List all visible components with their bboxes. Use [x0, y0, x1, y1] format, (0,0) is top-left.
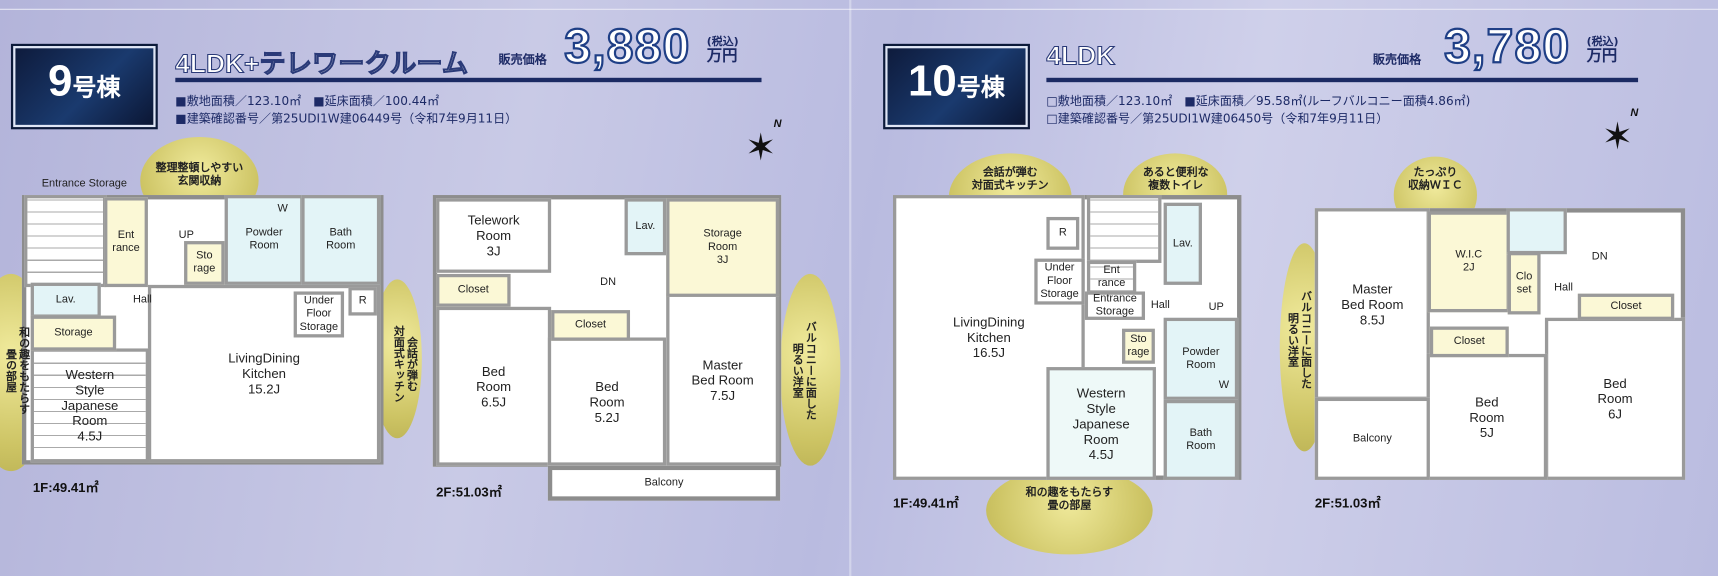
room-floor2: DN [600, 276, 617, 289]
spec-permit: □建築確認番号／第25UDI1W建06450号（令和7年9月11日） [1046, 111, 1389, 127]
feature-text: バルコニーに面した 明るい洋室 [789, 321, 816, 420]
building-number: 10 [908, 56, 957, 106]
room-floor2: Bed Room 5.2J [547, 337, 667, 466]
tax-note: (税込) [706, 36, 739, 49]
room-floor2: Master Bed Room 8.5J [1314, 208, 1430, 400]
room-floor1: R [1046, 216, 1080, 250]
feature-bubble [780, 273, 841, 466]
spec-area: □敷地面積／123.10㎡ ■延床面積／95.58㎡(ルーフバルコニー面積4.8… [1046, 94, 1471, 109]
price-value: 3,880 [563, 19, 691, 75]
feature-text: 会話が弾む 対面式キッチン [391, 325, 417, 403]
floor2-area: 2F:51.03㎡ [436, 484, 502, 500]
room-floor2: Bed Room 6.5J [436, 306, 552, 466]
room-floor1: Lav. [1163, 202, 1202, 285]
price-tax: (税込)万円 [707, 35, 739, 65]
room-floor2: Balcony [644, 476, 684, 489]
header-rule [1046, 77, 1639, 83]
room-floor1: Lav. [30, 282, 101, 318]
floor-plan-3 [547, 465, 781, 501]
price-label: 販売価格 [1372, 52, 1422, 67]
room-floor1: Sto rage [184, 241, 225, 285]
room-floor2 [1506, 208, 1567, 255]
compass-north-label: N [1630, 107, 1639, 120]
room-floor2: Closet [1429, 326, 1509, 358]
room-floor2: Closet [551, 310, 631, 341]
feature-bubble [986, 466, 1153, 555]
room-floor1: Ent rance [1086, 260, 1137, 294]
building-suffix: 号棟 [72, 74, 121, 102]
header-rule [175, 77, 762, 83]
floor1-area: 1F:49.41㎡ [32, 479, 99, 496]
room-floor1: W [1218, 379, 1230, 392]
room-floor1: Western Style Japanese Room 4.5J [30, 348, 150, 463]
room-floor1: Ent rance [104, 197, 148, 288]
room-floor1: Under Floor Storage [1034, 258, 1085, 305]
room-floor1: Entrance Storage [1084, 291, 1146, 320]
room-floor2: Hall [1554, 281, 1573, 294]
room-floor2: Balcony [1314, 397, 1430, 480]
room-floor2: Bed Room 5J [1426, 353, 1548, 480]
feature-text: 整理整頓しやすい 玄関収納 [155, 162, 244, 188]
compass-icon: ✶N [745, 118, 782, 170]
compass-north-label: N [773, 118, 782, 131]
room-floor1: Bath Room [1163, 399, 1239, 480]
room-floor1: Powder Room [1163, 317, 1239, 400]
price-label: 販売価格 [498, 52, 547, 67]
room-floor2: Storage Room 3J [666, 198, 780, 297]
room-floor1: Sto rage [1121, 328, 1155, 364]
room-floor2: Closet [1577, 293, 1675, 320]
price-tax: (税込)万円 [1587, 35, 1619, 65]
feature-text: たっぷり 収納ＷＩＣ [1407, 166, 1463, 192]
room-floor2: Lav. [624, 198, 667, 256]
room-floor1 [1086, 195, 1162, 263]
room-floor1: Storage [30, 315, 117, 351]
spec-permit: ■建築確認番号／第25UDI1W建06449号（令和7年9月11日） [175, 111, 518, 127]
room-floor1: Hall [1150, 299, 1170, 312]
room-floor1: UP [178, 229, 194, 242]
building-suffix: 号棟 [956, 74, 1006, 102]
room-floor1: Western Style Japanese Room 4.5J [1046, 367, 1156, 480]
room-floor2: Bed Room 6J [1544, 317, 1686, 480]
price-unit: 万円 [1586, 47, 1618, 65]
room-floor1: Bath Room [301, 195, 381, 285]
room-floor1 [24, 195, 107, 288]
layout-type: 4LDK [1046, 41, 1116, 72]
compass-icon: ✶N [1601, 107, 1639, 159]
page-fold [849, 0, 852, 576]
room-floor2: Master Bed Room 7.5J [666, 293, 780, 466]
room-floor1: R [348, 287, 377, 316]
floor1-area: 1F:49.41㎡ [892, 495, 959, 511]
room-floor1: W [277, 202, 288, 215]
top-rule [0, 8, 1718, 10]
room-floor2: W.I.C 2J [1427, 211, 1510, 313]
room-floor2: Clo set [1507, 252, 1541, 315]
room-floor1: Entrance Storage [41, 177, 127, 190]
layout-type: 4LDK+テレワークルーム [175, 49, 469, 80]
feature-text: 和の趣をもたらす 畳の部屋 [3, 326, 29, 415]
floor2-area: 2F:51.03㎡ [1314, 495, 1381, 511]
room-floor1: Hall [132, 293, 152, 306]
building-number: 9 [48, 56, 73, 106]
feature-text: あると便利な 複数トイレ [1142, 166, 1209, 192]
tax-note: (税込) [1586, 36, 1619, 49]
room-floor1: LivingDining Kitchen 15.2J [147, 284, 381, 463]
room-floor2: Telework Room 3J [436, 198, 552, 273]
room-floor1: UP [1208, 301, 1224, 314]
room-floor1: Under Floor Storage [293, 291, 345, 338]
price-unit: 万円 [706, 47, 738, 65]
room-floor2: DN [1591, 250, 1608, 263]
spec-area: ■敷地面積／123.10㎡ ■延床面積／100.44㎡ [175, 94, 440, 109]
feature-text: バルコニーに面した 明るい洋室 [1285, 290, 1311, 389]
feature-text: 会話が弾む 対面式キッチン [971, 166, 1049, 192]
room-floor2: Closet [436, 273, 511, 307]
price-value: 3,780 [1443, 19, 1571, 75]
feature-text: 和の趣をもたらす 畳の部屋 [1025, 486, 1114, 512]
